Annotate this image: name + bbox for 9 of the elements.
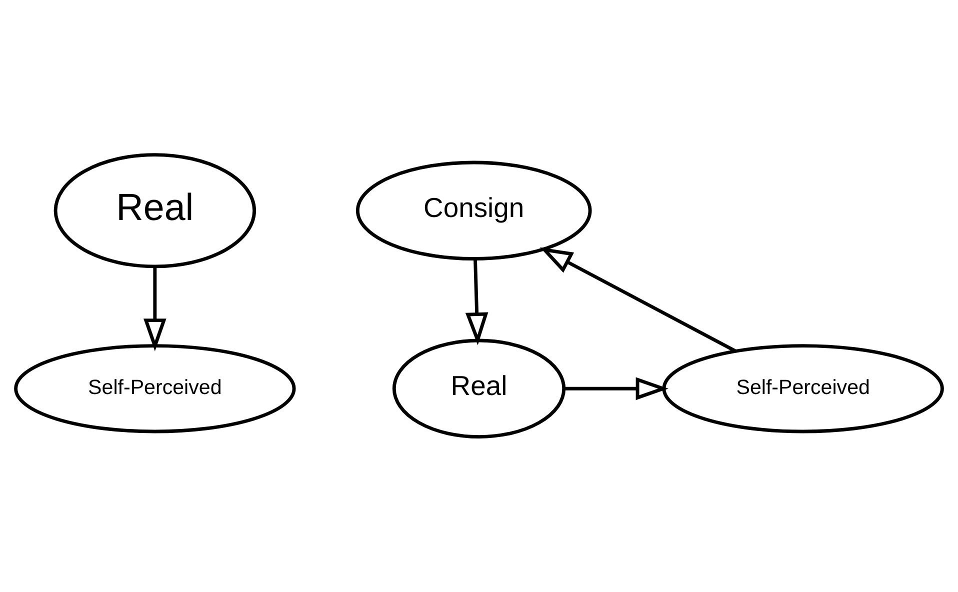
node-ellipse: Real xyxy=(54,153,256,268)
node-ellipse: Self-Perceived xyxy=(662,344,944,434)
arrow xyxy=(540,247,737,353)
arrow xyxy=(465,259,488,346)
node-ellipse: Self-Perceived xyxy=(14,344,296,434)
node-ellipse: Real xyxy=(392,338,566,438)
arrow xyxy=(144,266,166,352)
node-ellipse: Consign xyxy=(356,160,592,260)
arrow xyxy=(564,377,668,400)
